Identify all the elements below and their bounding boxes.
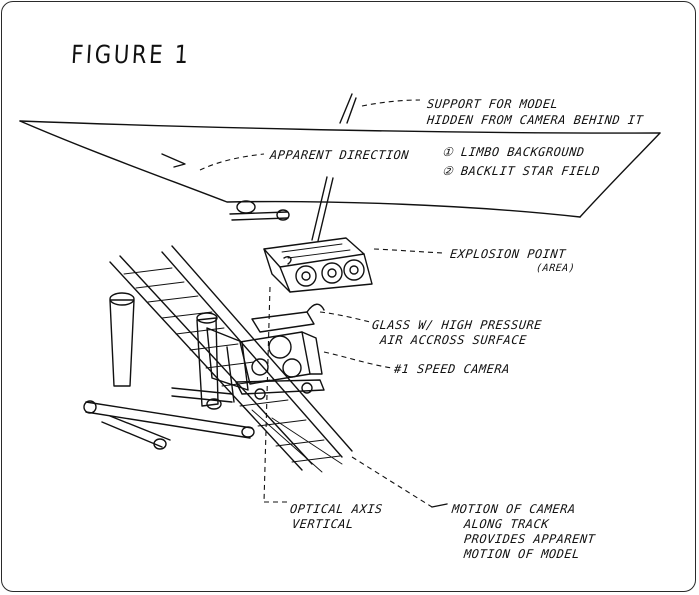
label-glass-line1: GLASS W/ HIGH PRESSURE <box>371 318 543 332</box>
camera-carriage <box>206 327 249 403</box>
model-support-arm <box>229 176 334 242</box>
label-optical-axis-line1: OPTICAL AXIS <box>289 502 384 516</box>
label-speed-camera: #1 SPEED CAMERA <box>393 362 511 376</box>
label-support-line1: SUPPORT FOR MODEL <box>426 97 560 111</box>
speed-camera <box>235 331 393 400</box>
glass-plate <box>251 303 371 333</box>
support-pole <box>339 93 421 124</box>
track-supports <box>83 292 255 450</box>
apparent-direction-arrow <box>161 153 265 171</box>
label-apparent-direction: APPARENT DIRECTION <box>269 148 410 162</box>
figure-title: FIGURE 1 <box>70 40 192 69</box>
label-support-line2: HIDDEN FROM CAMERA BEHIND IT <box>426 113 645 127</box>
label-optical-axis-line2: VERTICAL <box>291 517 355 531</box>
camera-track <box>109 245 353 473</box>
label-motion-line2: ALONG TRACK <box>463 517 550 531</box>
label-background-1: ① LIMBO BACKGROUND <box>441 145 586 159</box>
model-spaceship <box>263 237 445 293</box>
label-background-2: ② BACKLIT STAR FIELD <box>441 164 601 178</box>
label-explosion-area: (AREA) <box>535 263 576 274</box>
label-motion-line1: MOTION OF CAMERA <box>451 502 577 516</box>
label-glass-line2: AIR ACCROSS SURFACE <box>379 333 528 347</box>
label-explosion-point: EXPLOSION POINT <box>449 247 567 261</box>
label-motion-line3: PROVIDES APPARENT <box>463 532 597 546</box>
label-motion-line4: MOTION OF MODEL <box>463 547 581 561</box>
motion-leader <box>351 456 448 508</box>
